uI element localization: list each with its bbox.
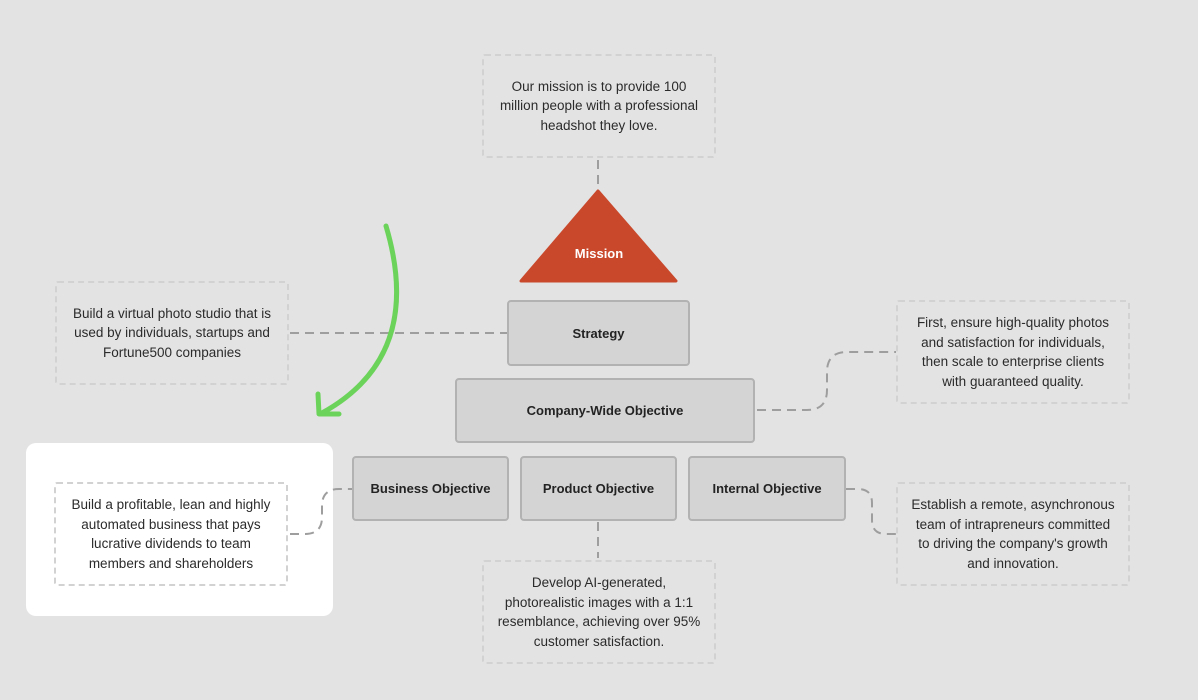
internal-objective-note: Establish a remote, asynchronous team of… <box>896 482 1130 586</box>
connector-company-objective <box>757 351 896 411</box>
mission-triangle <box>519 189 678 283</box>
company-objective-box: Company-Wide Objective <box>455 378 755 443</box>
product-objective-note: Develop AI-generated, photorealistic ima… <box>482 560 716 664</box>
curved-arrow <box>315 223 400 417</box>
strategy-note: Build a virtual photo studio that is use… <box>55 281 289 385</box>
strategy-box: Strategy <box>507 300 690 366</box>
business-objective-box: Business Objective <box>352 456 509 521</box>
connector-business-objective <box>290 488 352 535</box>
mission-label: Mission <box>574 246 624 261</box>
mission-note: Our mission is to provide 100 million pe… <box>482 54 716 158</box>
product-objective-box: Product Objective <box>520 456 677 521</box>
business-objective-note: Build a profitable, lean and highly auto… <box>54 482 288 586</box>
connector-internal-objective <box>846 488 896 535</box>
internal-objective-box: Internal Objective <box>688 456 846 521</box>
highlight-panel <box>26 443 333 616</box>
company-objective-note: First, ensure high-quality photos and sa… <box>896 300 1130 404</box>
